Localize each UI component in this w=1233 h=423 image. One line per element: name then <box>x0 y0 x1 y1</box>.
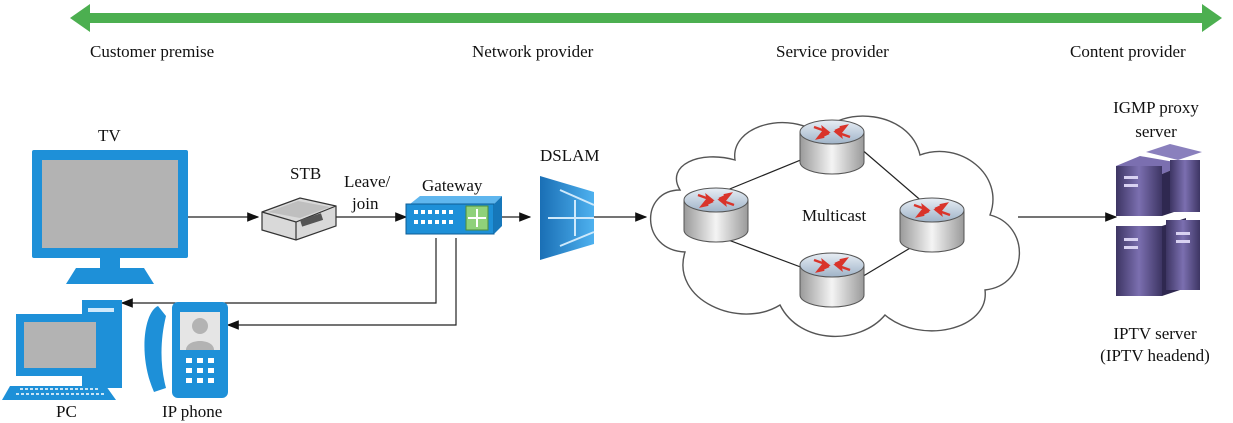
router-icon <box>898 196 966 254</box>
multicast-label: Multicast <box>802 206 867 225</box>
leave-join-label-line1: Leave/ <box>344 172 391 191</box>
router-icon <box>798 251 866 309</box>
router-icon <box>798 118 866 176</box>
igmp-proxy-label-line1: IGMP proxy <box>1113 98 1199 117</box>
provider-span-arrow <box>70 4 1222 32</box>
ip-phone-label: IP phone <box>162 402 223 421</box>
link-gateway-pc <box>120 238 437 308</box>
iptv-server-label-line2: (IPTV headend) <box>1100 346 1210 365</box>
stb-label: STB <box>290 164 322 183</box>
router-icon <box>682 186 750 244</box>
gateway-icon <box>405 196 502 235</box>
iptv-server-label-line1: IPTV server <box>1113 324 1197 343</box>
pc-label: PC <box>56 402 77 421</box>
region-content-provider: Content provider <box>1070 42 1186 61</box>
cloud-icon <box>649 115 1021 337</box>
region-customer-premise: Customer premise <box>90 42 215 61</box>
server-icon <box>1116 144 1202 296</box>
leave-join-label-line2: join <box>352 194 379 213</box>
tv-label: TV <box>98 126 121 145</box>
dslam-icon <box>540 176 595 260</box>
igmp-proxy-label-line2: server <box>1135 122 1177 141</box>
region-service-provider: Service provider <box>776 42 889 61</box>
tv-icon <box>32 150 188 284</box>
ip-phone-icon <box>144 302 228 398</box>
dslam-label: DSLAM <box>540 146 600 165</box>
link-gateway-phone <box>226 238 457 330</box>
pc-icon <box>2 300 122 400</box>
gateway-label: Gateway <box>422 176 483 195</box>
stb-icon <box>261 197 337 241</box>
region-network-provider: Network provider <box>472 42 594 61</box>
